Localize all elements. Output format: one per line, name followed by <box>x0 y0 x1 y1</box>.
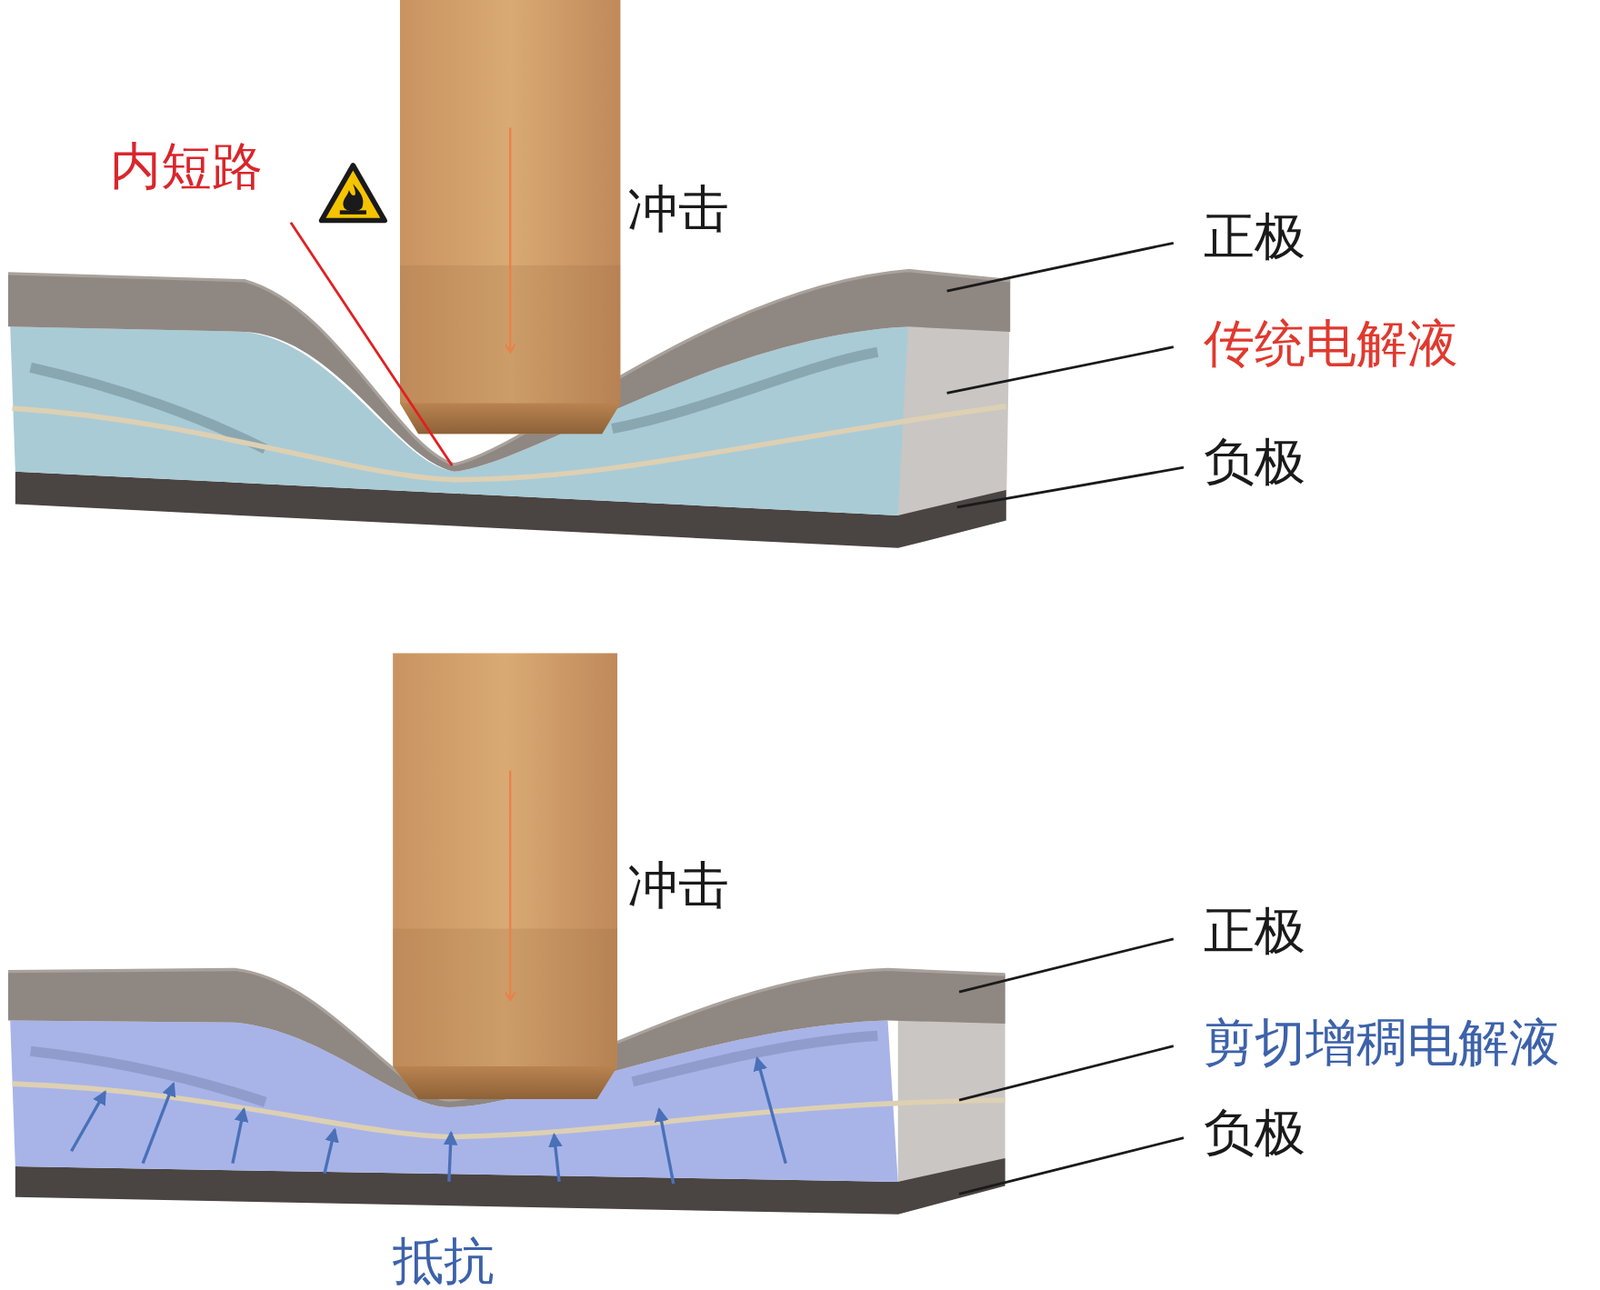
part-label: 负极 <box>1203 434 1306 491</box>
impact-label: 冲击 <box>627 857 730 914</box>
part-label: 正极 <box>1203 902 1306 960</box>
leader-line <box>290 222 452 466</box>
part-label: 传统电解液 <box>1203 315 1459 372</box>
annotation: 内短路 <box>110 138 263 195</box>
leader-lines-bottom <box>959 939 1184 1195</box>
part-label: 负极 <box>1203 1104 1306 1161</box>
leader-lines-top <box>947 242 1184 508</box>
warning-icon <box>321 165 386 221</box>
impactor-bottom <box>392 652 618 1100</box>
resistance-arrows <box>71 1058 787 1184</box>
part-label: 剪切增稠电解液 <box>1203 1014 1560 1071</box>
impactor-top <box>400 0 620 434</box>
part-label: 正极 <box>1203 209 1306 266</box>
impact-label: 冲击 <box>627 180 730 238</box>
annotation: 抵抗 <box>392 1232 495 1290</box>
